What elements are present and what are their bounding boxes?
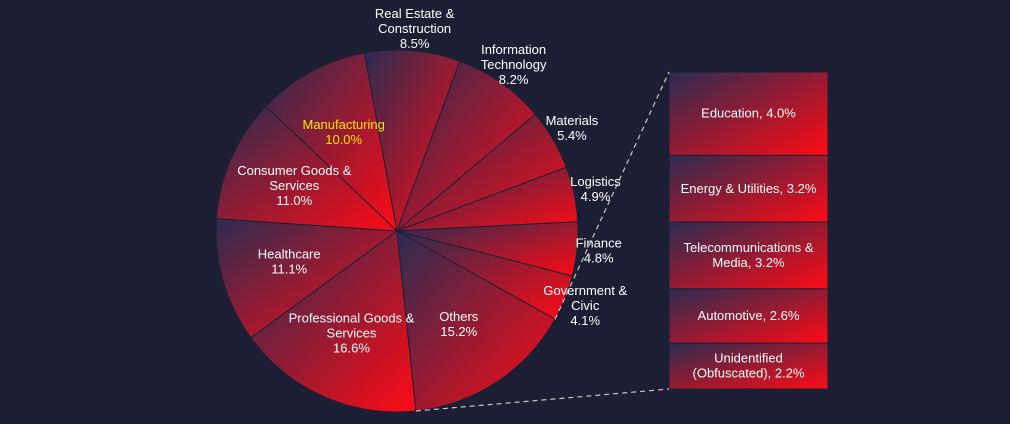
slice-consumer-goods[interactable]	[215, 105, 399, 232]
bar-label-energy-utilities-3-2: Energy & Utilities, 3.2%	[681, 181, 817, 196]
bar-segment-unidentified-obfuscated-2-2[interactable]	[668, 342, 829, 390]
connector-line-bottom	[415, 388, 670, 412]
slice-professional-goods[interactable]	[250, 230, 417, 413]
bar-label-education-4-0: Education, 4.0%	[701, 106, 796, 121]
bar-segment-energy-utilities-3-2[interactable]	[668, 154, 829, 223]
bar-label-automotive-2-6: Automotive, 2.6%	[698, 308, 800, 323]
slice-healthcare[interactable]	[215, 218, 399, 339]
slice-real-estate[interactable]	[363, 49, 461, 233]
bar-label-telecommunications-media-3-2: Telecommunications &Media, 3.2%	[683, 240, 813, 270]
slice-others[interactable]	[396, 230, 556, 412]
bar-segment-automotive-2-6[interactable]	[668, 288, 829, 344]
bar-segment-education-4-0[interactable]	[668, 71, 829, 156]
bar-segment-telecommunications-media-3-2[interactable]	[668, 221, 829, 290]
bar-label-unidentified-obfuscated-2-2: Unidentified(Obfuscated), 2.2%	[693, 351, 805, 381]
connector-line-top	[554, 71, 670, 320]
slice-manufacturing[interactable]	[265, 52, 398, 233]
slice-information[interactable]	[395, 60, 537, 233]
